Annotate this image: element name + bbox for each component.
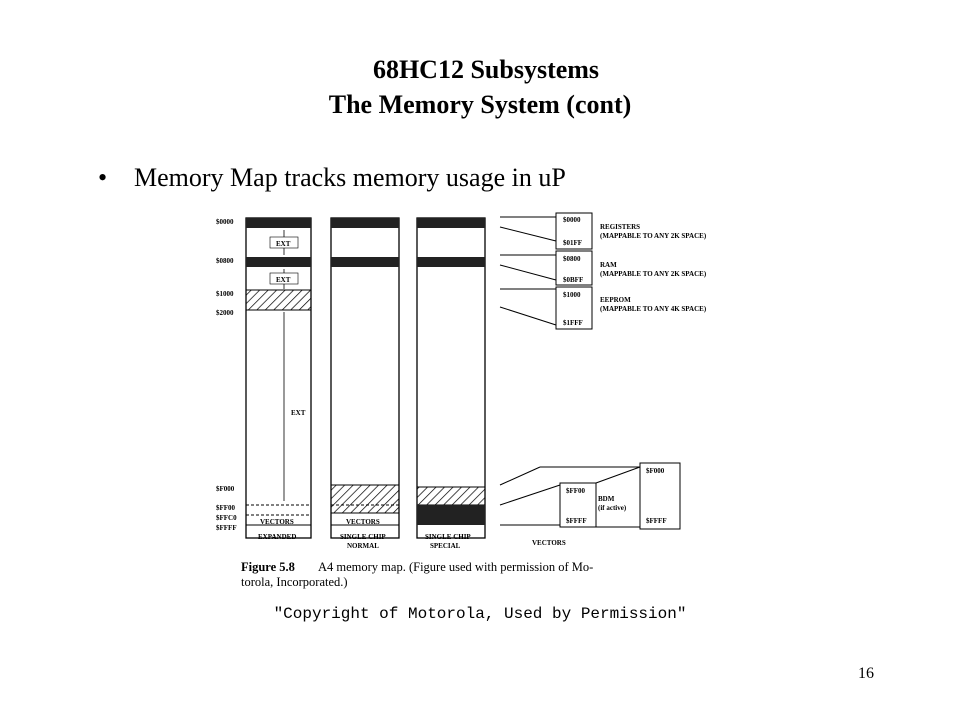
bdm-end: $FFFF xyxy=(566,517,587,525)
addr-0800: $0800 xyxy=(216,257,234,265)
slide-title-line-2: The Memory System (cont) xyxy=(328,90,632,119)
vector-space-end: $FFFF xyxy=(646,517,667,525)
addr-0000: $0000 xyxy=(216,218,234,226)
addr-ffff: $FFFF xyxy=(216,524,237,532)
copyright-notice: "Copyright of Motorola, Used by Permissi… xyxy=(273,605,687,623)
ram-end: $0BFF xyxy=(563,276,583,284)
ram-box xyxy=(555,250,593,286)
eeprom-start: $1000 xyxy=(563,291,581,299)
ext-label-2: EXT xyxy=(276,276,291,284)
vectors-label-normal: VECTORS xyxy=(346,518,380,526)
column-single-chip-special xyxy=(416,217,486,539)
column-label-single-chip-1: SINGLE CHIP xyxy=(340,533,386,541)
ext-label-3: EXT xyxy=(291,409,306,417)
memory-map-figure: $0000 $0800 $1000 $2000 $F000 $FF00 $FFC… xyxy=(216,212,707,589)
bullet-item: • Memory Map tracks memory usage in uP xyxy=(98,162,566,194)
bdm-start: $FF00 xyxy=(566,487,586,495)
registers-box xyxy=(555,212,593,250)
figure-caption-line-2: torola, Incorporated.) xyxy=(241,575,348,589)
connector-lines xyxy=(499,216,640,526)
slide-title-line-1: 68HC12 Subsystems xyxy=(372,55,600,84)
page-number: 16 xyxy=(858,665,874,682)
vectors-label-expanded: VECTORS xyxy=(260,518,294,526)
vector-space-box xyxy=(639,462,681,530)
eeprom-note: (MAPPABLE TO ANY 4K SPACE) xyxy=(600,305,707,313)
bullet-marker: • xyxy=(98,163,108,192)
registers-end: $01FF xyxy=(563,239,582,247)
registers-start: $0000 xyxy=(563,216,581,224)
column-label-normal: NORMAL xyxy=(347,542,379,550)
column-single-chip-normal xyxy=(330,217,400,539)
addr-f000: $F000 xyxy=(216,485,235,493)
eeprom-box xyxy=(555,286,593,330)
ram-note: (MAPPABLE TO ANY 2K SPACE) xyxy=(600,270,707,278)
addr-1000: $1000 xyxy=(216,290,234,298)
bdm-note: (if active) xyxy=(598,504,627,512)
bdm-label: BDM xyxy=(598,495,615,503)
eeprom-label: EEPROM xyxy=(600,296,631,304)
addr-2000: $2000 xyxy=(216,309,234,317)
registers-note: (MAPPABLE TO ANY 2K SPACE) xyxy=(600,232,707,240)
eeprom-end: $1FFF xyxy=(563,319,583,327)
ext-label-1: EXT xyxy=(276,240,291,248)
ram-start: $0800 xyxy=(563,255,581,263)
column-label-vectors: VECTORS xyxy=(532,539,566,547)
ram-label: RAM xyxy=(600,261,617,269)
column-expanded xyxy=(245,217,312,539)
column-label-special: SPECIAL xyxy=(430,542,461,550)
column-label-expanded: EXPANDED xyxy=(258,533,296,541)
addr-ffc0: $FFC0 xyxy=(216,514,237,522)
bullet-text: Memory Map tracks memory usage in uP xyxy=(134,163,566,192)
figure-caption-line-1: A4 memory map. (Figure used with permiss… xyxy=(318,560,593,574)
registers-label: REGISTERS xyxy=(600,223,640,231)
vector-space-start: $F000 xyxy=(646,467,665,475)
bdm-box xyxy=(559,482,597,528)
figure-caption-label: Figure 5.8 xyxy=(241,560,295,574)
column-label-single-chip-2: SINGLE CHIP xyxy=(425,533,471,541)
addr-ff00: $FF00 xyxy=(216,504,236,512)
